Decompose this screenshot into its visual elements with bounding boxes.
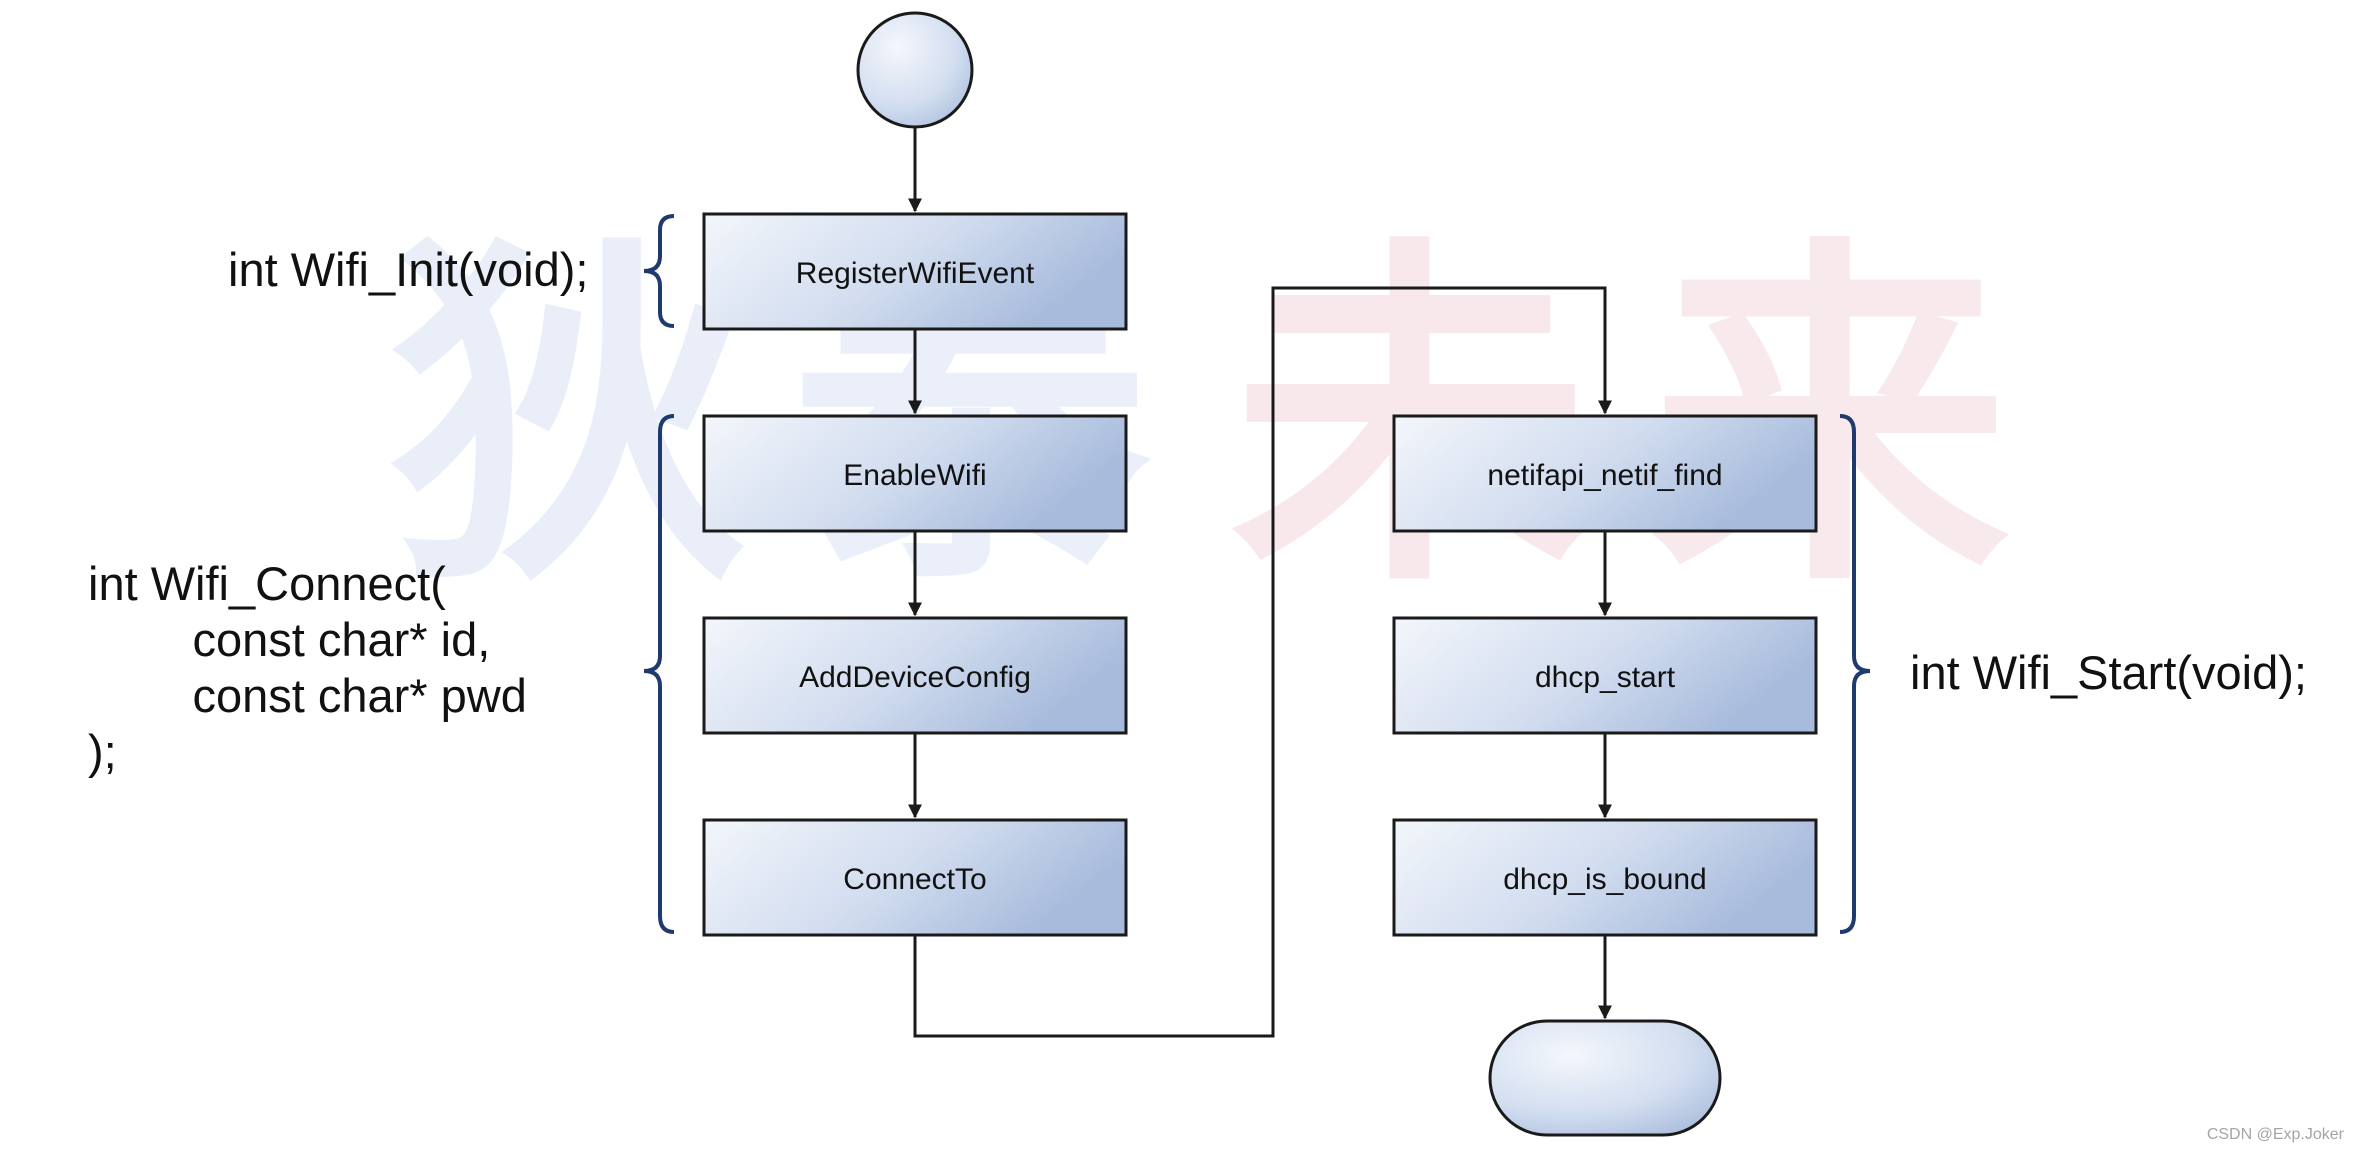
signature-wifi-connect-line-1: int Wifi_Connect(	[88, 557, 446, 610]
signature-wifi-connect-line-3: const char* pwd	[88, 669, 527, 722]
node-netifapi-netif-find-label: netifapi_netif_find	[1487, 459, 1722, 492]
node-add-device-config: AddDeviceConfig	[702, 616, 1128, 735]
node-connect-to: ConnectTo	[702, 818, 1128, 937]
node-add-device-config-label: AddDeviceConfig	[799, 661, 1031, 694]
credit-text: CSDN @Exp.Joker	[2206, 1126, 2344, 1143]
node-dhcp-start-label: dhcp_start	[1535, 661, 1676, 694]
signature-wifi-start: int Wifi_Start(void);	[1910, 646, 2307, 699]
signature-wifi-init: int Wifi_Init(void);	[228, 243, 589, 296]
brace-wifi-init	[643, 214, 675, 328]
node-enable-wifi: EnableWifi	[702, 414, 1128, 533]
node-dhcp-start: dhcp_start	[1392, 616, 1818, 735]
node-dhcp-is-bound-label: dhcp_is_bound	[1503, 863, 1707, 896]
node-enable-wifi-label: EnableWifi	[843, 459, 986, 492]
start-terminal	[856, 11, 974, 129]
signature-wifi-connect-line-4: );	[88, 725, 117, 778]
watermark-char-1: 狄	[390, 210, 750, 629]
node-register-wifi-event: RegisterWifiEvent	[702, 212, 1128, 331]
connector-connectto-to-netifapi	[913, 286, 1612, 1038]
brace-wifi-start	[1839, 414, 1871, 934]
signature-wifi-connect-line-2: const char* id,	[88, 613, 491, 666]
node-dhcp-is-bound: dhcp_is_bound	[1392, 818, 1818, 937]
node-register-wifi-event-label: RegisterWifiEvent	[796, 257, 1035, 290]
end-terminal	[1488, 1019, 1722, 1137]
node-netifapi-netif-find: netifapi_netif_find	[1392, 414, 1818, 533]
node-connect-to-label: ConnectTo	[843, 863, 986, 896]
brace-wifi-connect	[643, 414, 675, 934]
signature-wifi-connect: int Wifi_Connect( const char* id, const …	[88, 556, 527, 780]
